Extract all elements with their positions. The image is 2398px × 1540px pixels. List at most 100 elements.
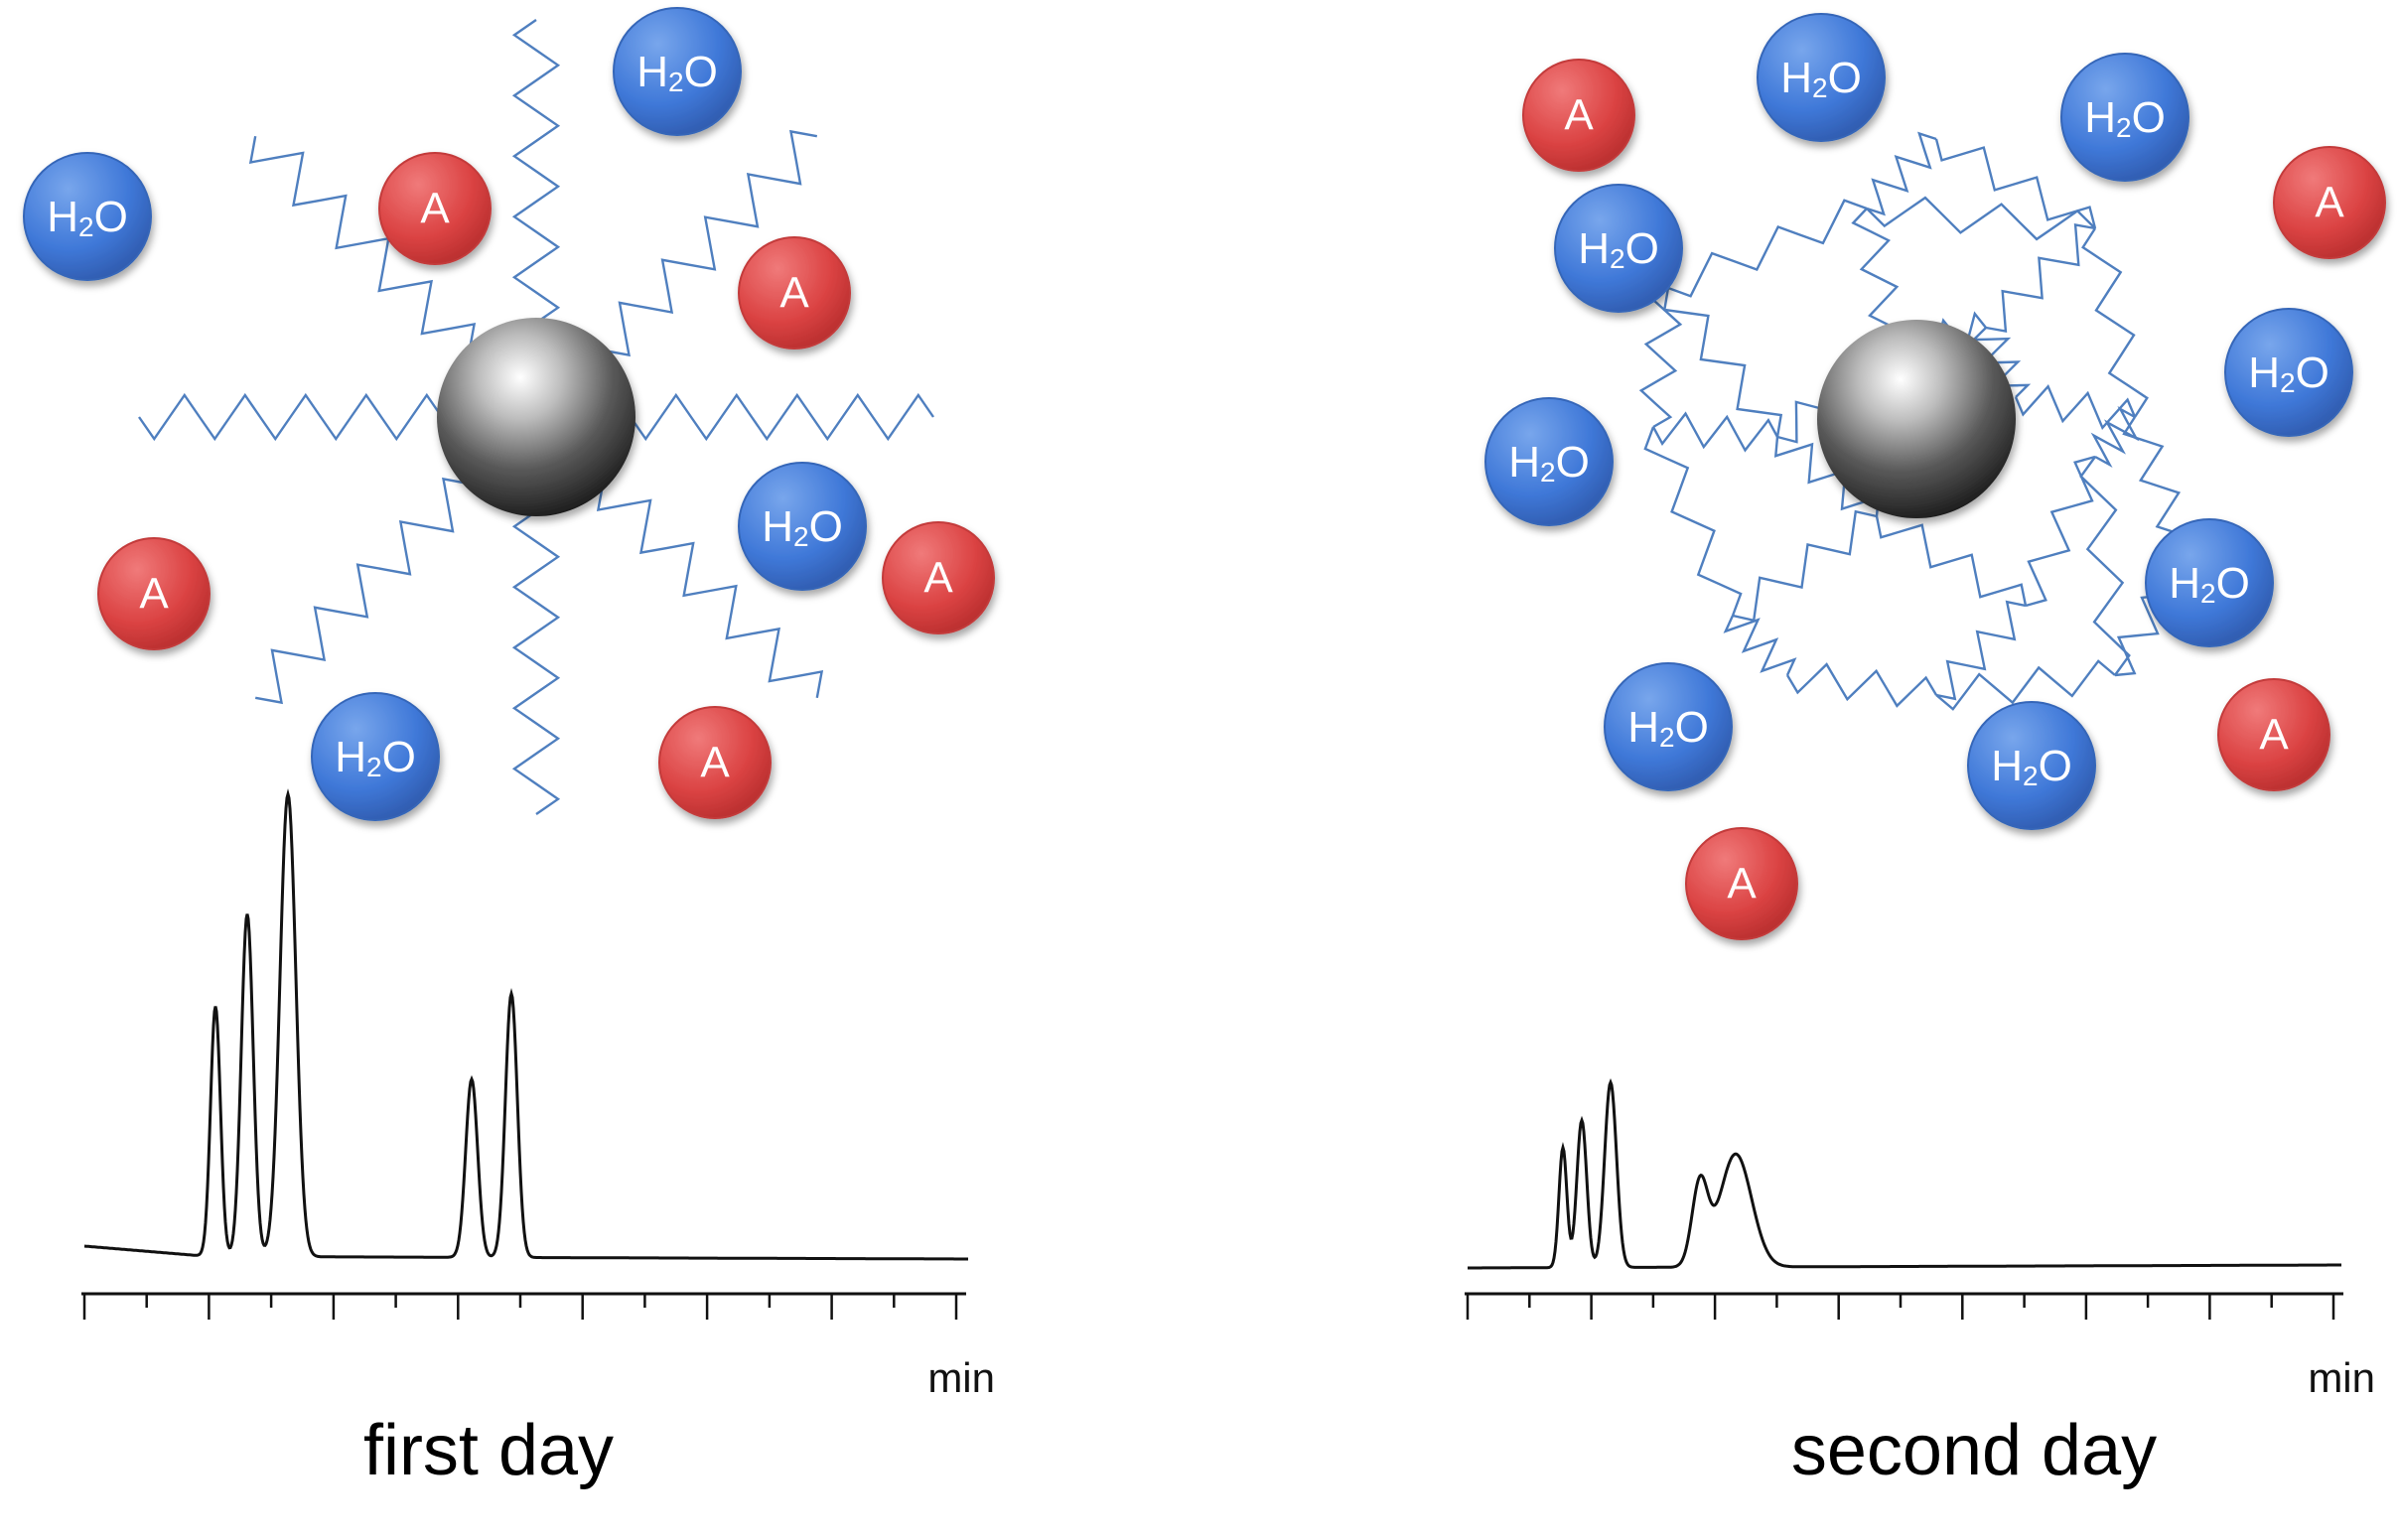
molecule-label: H2O: [636, 48, 718, 97]
molecule-label: A: [139, 570, 169, 619]
analyte-molecule: A: [97, 537, 211, 650]
molecule-label: H2O: [1578, 224, 1659, 274]
silica-particle: [437, 318, 635, 516]
molecule-label: A: [420, 185, 450, 233]
polymer-chain: [1866, 196, 2096, 241]
water-circle: [1484, 397, 1614, 526]
polymer-chain: [2014, 383, 2137, 431]
molecule-label: A: [2259, 711, 2289, 760]
analyte-circle: [658, 706, 772, 819]
panel-caption: second day: [1791, 1411, 2157, 1490]
time-axis: [1465, 1292, 2343, 1320]
chromatogram-trace: [1468, 1078, 2341, 1270]
polymer-chain: [630, 392, 934, 442]
molecule-label: A: [1727, 860, 1757, 909]
water-circle: [311, 692, 440, 821]
polymer-chain: [1785, 662, 1938, 708]
water-molecule: H2O: [2224, 308, 2353, 437]
water-circle: [23, 152, 152, 281]
water-circle: [2060, 53, 2189, 182]
polymer-chain: [596, 483, 824, 699]
polymer-chain: [1970, 327, 2032, 398]
extended-polymer-chains: [138, 19, 934, 815]
molecule-layer: H2O H2O H2O H2O A A A A A: [23, 7, 995, 821]
water-molecule: H2O: [613, 7, 742, 136]
axis-unit-label: min: [2308, 1354, 2375, 1401]
analyte-molecule: A: [1685, 827, 1798, 940]
polymer-chain: [1643, 426, 1743, 617]
analyte-circle: [882, 521, 995, 634]
molecule-label: H2O: [1627, 703, 1709, 753]
water-molecule: H2O: [23, 152, 152, 281]
analyte-circle: [97, 537, 211, 650]
molecule-label: H2O: [2248, 349, 2329, 398]
water-molecule: H2O: [738, 462, 867, 591]
panel-caption: first day: [363, 1411, 614, 1490]
polymer-chain: [1732, 509, 1878, 623]
water-molecule: H2O: [1484, 397, 1614, 526]
analyte-circle: [738, 236, 851, 350]
polymer-chain: [511, 510, 561, 815]
polymer-chain: [254, 477, 471, 705]
polymer-chain: [511, 19, 561, 324]
molecule-label: H2O: [762, 502, 843, 552]
polymer-chain: [138, 392, 443, 442]
molecule-label: H2O: [47, 193, 128, 242]
water-circle: [2145, 518, 2274, 647]
polymer-chain: [1935, 600, 2027, 701]
water-circle: [1967, 701, 2096, 830]
analyte-circle: [1522, 59, 1635, 172]
molecule-label: A: [923, 554, 953, 603]
water-molecule: H2O: [1554, 184, 1683, 313]
water-circle: [738, 462, 867, 591]
polymer-chain: [248, 135, 477, 351]
water-molecule: H2O: [1604, 662, 1733, 791]
molecule-label: H2O: [2169, 559, 2250, 609]
polymer-chain: [1667, 199, 1868, 298]
polymer-chain: [1723, 615, 1797, 676]
polymer-chain: [1651, 411, 1779, 453]
analyte-circle: [378, 152, 492, 265]
molecule-label: H2O: [1780, 54, 1862, 103]
molecule-label: A: [700, 739, 730, 787]
water-circle: [1757, 13, 1886, 142]
analyte-molecule: A: [738, 236, 851, 350]
polymer-chain: [2090, 406, 2140, 468]
polymer-chain: [1662, 287, 1783, 438]
water-molecule: H2O: [2145, 518, 2274, 647]
analyte-molecule: A: [378, 152, 492, 265]
molecule-label: A: [1564, 91, 1594, 140]
analyte-molecule: A: [1522, 59, 1635, 172]
molecule-label: H2O: [335, 733, 416, 782]
analyte-molecule: A: [2217, 678, 2330, 791]
analyte-molecule: A: [658, 706, 772, 819]
polymer-chain: [2025, 455, 2096, 608]
silica-particle: [1817, 320, 2016, 518]
water-molecule: H2O: [1757, 13, 1886, 142]
chromatogram-trace: [83, 788, 968, 1261]
polymer-chain: [602, 129, 818, 357]
polymer-chain: [1866, 131, 1937, 216]
molecule-label: A: [779, 269, 809, 318]
water-circle: [2224, 308, 2353, 437]
polymer-chain: [1935, 659, 2116, 711]
water-circle: [1554, 184, 1683, 313]
analyte-circle: [1685, 827, 1798, 940]
time-axis: [81, 1292, 966, 1320]
analyte-molecule: A: [2273, 146, 2386, 259]
molecule-label: A: [2315, 179, 2344, 227]
polymer-chain: [1934, 138, 2097, 229]
water-molecule: H2O: [311, 692, 440, 821]
polymer-chain: [2079, 456, 2131, 676]
polymer-chain: [1773, 436, 1881, 517]
water-molecule: H2O: [1967, 701, 2096, 830]
analyte-circle: [2217, 678, 2330, 791]
polymer-chain: [1985, 223, 2096, 333]
molecule-label: H2O: [1991, 742, 2072, 791]
water-circle: [613, 7, 742, 136]
polymer-chain: [1638, 286, 1683, 429]
